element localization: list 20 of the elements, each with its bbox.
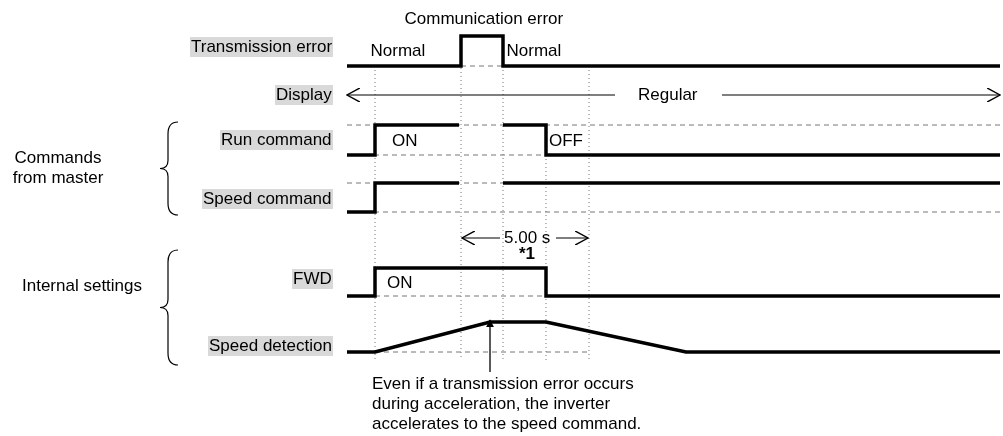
group-label: Internal settings: [22, 276, 142, 296]
note-text: Even if a transmission error occurs during acceleration, the inverter accelerates to the speed command.: [372, 374, 682, 434]
state-text: Normal: [370, 41, 426, 61]
signal-name: Run command: [220, 130, 333, 150]
arrow: [486, 319, 494, 373]
waveform: [347, 320, 1000, 354]
annotation-text: Communication error: [404, 9, 564, 29]
note-mark: *1: [519, 244, 536, 264]
signal-name: Display: [275, 85, 333, 105]
signal-name: Speed detection: [208, 336, 333, 356]
time-value: 5.00 s: [504, 228, 551, 247]
signal-name: Speed command: [202, 189, 333, 209]
signal-name: Transmission error: [190, 37, 334, 57]
state-text: Regular: [638, 85, 698, 105]
signal-name: FWD: [292, 269, 333, 289]
state-text: ON: [387, 273, 413, 293]
state-text: OFF: [549, 131, 583, 151]
state-text: Normal: [506, 41, 562, 61]
state-text: ON: [392, 131, 418, 151]
group-label: Commands from master: [11, 148, 105, 188]
